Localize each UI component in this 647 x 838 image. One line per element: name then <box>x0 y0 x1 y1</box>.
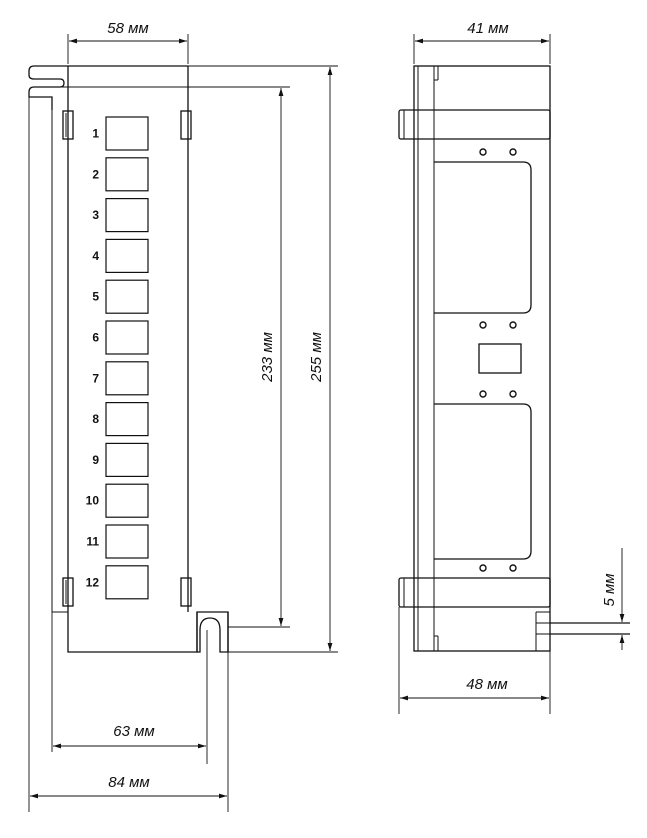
port-item: 4 <box>92 238 149 273</box>
clip-top-left <box>62 110 74 140</box>
dim-cable-offset: 5 мм <box>601 573 618 606</box>
hole <box>509 148 517 156</box>
port-number: 6 <box>92 331 99 345</box>
port-number: 3 <box>92 208 99 222</box>
hole <box>509 564 517 572</box>
side-cable-stub <box>535 611 630 651</box>
front-dimensions: 58 мм 233 мм 255 мм 63 мм 84 мм <box>28 20 338 812</box>
front-panel <box>67 66 229 653</box>
side-upper-window <box>434 161 532 314</box>
port-jack <box>105 524 149 559</box>
port-number: 9 <box>92 453 99 467</box>
port-jack <box>105 198 149 233</box>
port-number: 11 <box>86 535 99 549</box>
hole <box>479 390 487 398</box>
dim-side-depth-top: 41 мм <box>467 20 508 37</box>
port-item: 7 <box>92 361 149 396</box>
hole <box>479 321 487 329</box>
port-jack <box>105 320 149 355</box>
port-item: 3 <box>92 198 149 233</box>
dim-hole-spacing: 63 мм <box>113 723 154 740</box>
hole <box>479 564 487 572</box>
port-jack <box>105 238 149 273</box>
dim-front-width: 58 мм <box>107 20 148 37</box>
side-view <box>398 65 630 652</box>
port-item: 12 <box>86 565 149 600</box>
front-top-ear <box>28 65 188 110</box>
port-number: 12 <box>86 575 100 589</box>
side-bottom-flange <box>398 577 551 608</box>
side-holes <box>479 148 517 572</box>
port-number: 8 <box>92 412 99 426</box>
hole <box>479 148 487 156</box>
port-jack <box>105 442 149 477</box>
clip-bottom-right <box>180 577 192 607</box>
dim-side-depth-bottom: 48 мм <box>466 676 507 693</box>
port-item: 8 <box>92 402 149 437</box>
port-number: 1 <box>92 127 99 141</box>
side-lower-window <box>434 403 532 560</box>
port-item: 11 <box>86 524 149 559</box>
port-item: 5 <box>92 279 149 314</box>
port-jack <box>105 565 149 600</box>
clip-bottom-left <box>62 577 74 607</box>
port-item: 10 <box>86 483 149 518</box>
dim-total-height: 255 мм <box>308 332 325 383</box>
hole <box>509 390 517 398</box>
port-number: 5 <box>92 290 99 304</box>
port-number: 4 <box>92 249 99 263</box>
port-jack <box>105 483 149 518</box>
side-body <box>413 65 551 652</box>
hole <box>509 321 517 329</box>
port-jack <box>105 402 149 437</box>
port-jack <box>105 279 149 314</box>
dim-inner-height: 233 мм <box>259 332 276 383</box>
side-top-flange <box>398 109 551 140</box>
port-item: 2 <box>92 157 149 192</box>
port-jack <box>105 116 149 151</box>
dim-total-width: 84 мм <box>108 774 149 791</box>
port-item: 1 <box>92 116 149 151</box>
port-item: 6 <box>92 320 149 355</box>
clip-top-right <box>180 110 192 140</box>
port-number: 10 <box>86 494 100 508</box>
front-bottom-slot <box>196 612 229 653</box>
side-dimensions: 41 мм 48 мм 5 мм <box>398 20 625 714</box>
port-number: 7 <box>92 371 99 385</box>
side-label-area <box>478 343 522 374</box>
port-jack <box>105 361 149 396</box>
port-item: 9 <box>92 442 149 477</box>
port-jack <box>105 157 149 192</box>
port-number: 2 <box>92 167 99 181</box>
